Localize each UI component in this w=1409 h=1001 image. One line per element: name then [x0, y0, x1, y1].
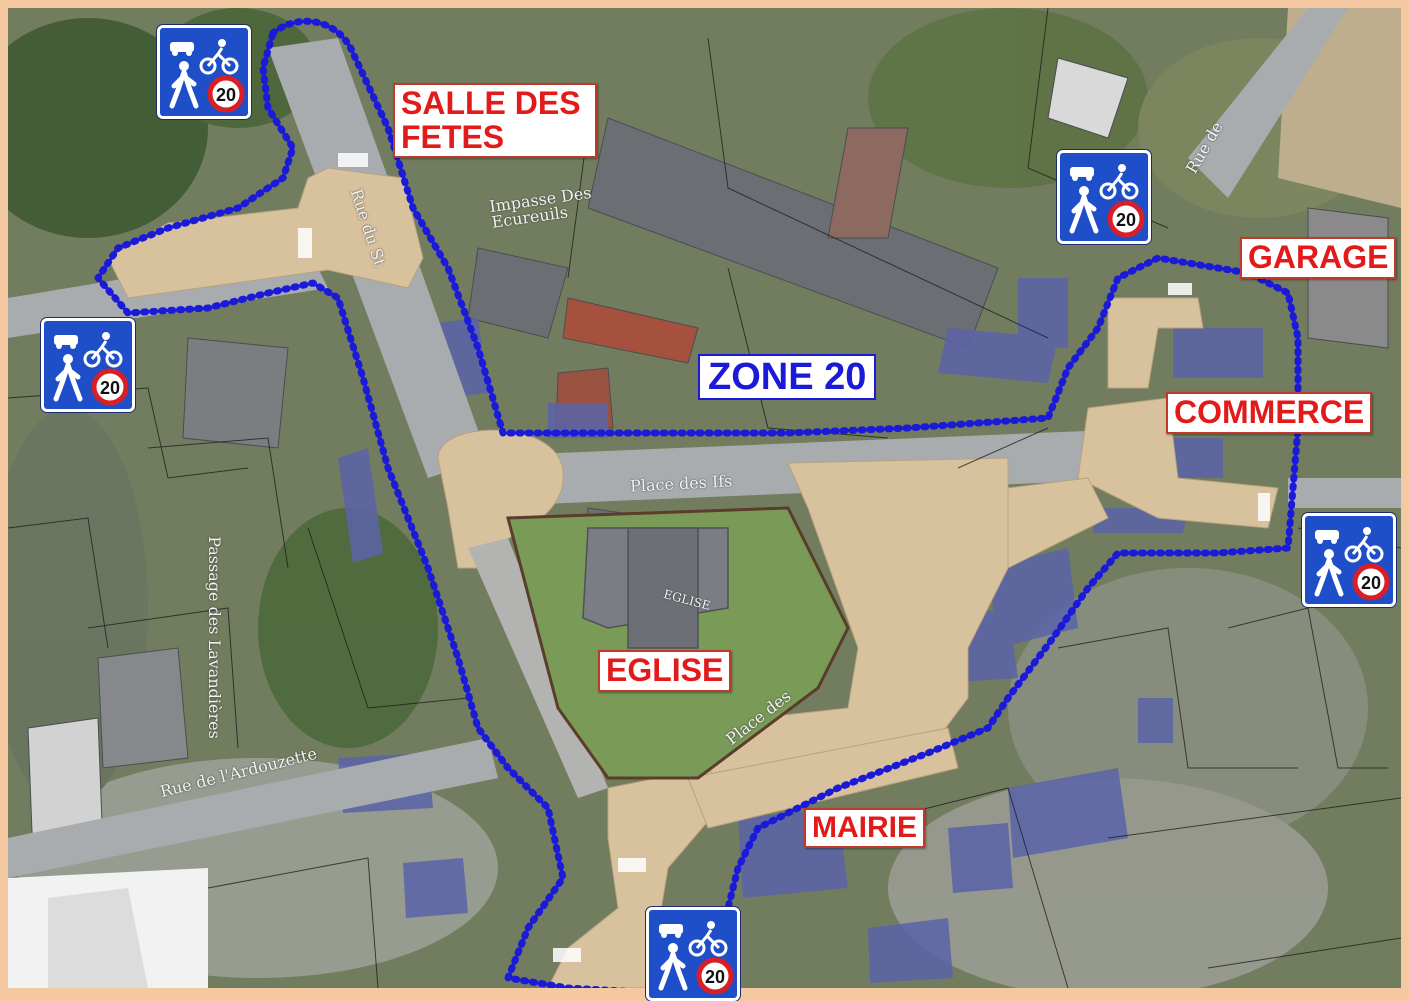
pedestrian-bike-car-icon: 20	[53, 332, 129, 406]
label-garage: GARAGE	[1240, 237, 1397, 279]
label-mairie: MAIRIE	[804, 808, 925, 848]
zone20-sign: 20	[1057, 150, 1151, 244]
street-passage: Passage des Lavandières	[204, 536, 224, 739]
zone20-sign: 20	[157, 25, 251, 119]
svg-text:20: 20	[100, 378, 120, 398]
zone20-sign: 20	[646, 907, 740, 1001]
crosswalks	[298, 153, 1270, 962]
pedestrian-bike-car-icon: 20	[1069, 164, 1145, 238]
church-road	[468, 538, 608, 798]
pedestrian-bike-car-icon: 20	[1314, 527, 1390, 601]
label-eglise: EGLISE	[598, 650, 732, 692]
label-zone-20: ZONE 20	[698, 354, 877, 400]
paved-zone	[107, 167, 1279, 988]
map-frame: Impasse Des Ecureuils Rue du St Place de…	[8, 8, 1401, 988]
svg-text:20: 20	[1361, 573, 1381, 593]
zone20-sign: 20	[1302, 513, 1396, 607]
pedestrian-bike-car-icon: 20	[169, 39, 245, 113]
church	[582, 527, 729, 649]
svg-text:20: 20	[216, 85, 236, 105]
svg-text:20: 20	[705, 967, 725, 987]
aerial-map	[8, 8, 1401, 988]
label-salle-des-fetes: SALLE DES FETES	[393, 83, 597, 159]
pedestrian-bike-car-icon: 20	[658, 921, 734, 995]
label-commerce: COMMERCE	[1166, 392, 1373, 434]
zone20-sign: 20	[41, 318, 135, 412]
svg-text:20: 20	[1116, 210, 1136, 230]
